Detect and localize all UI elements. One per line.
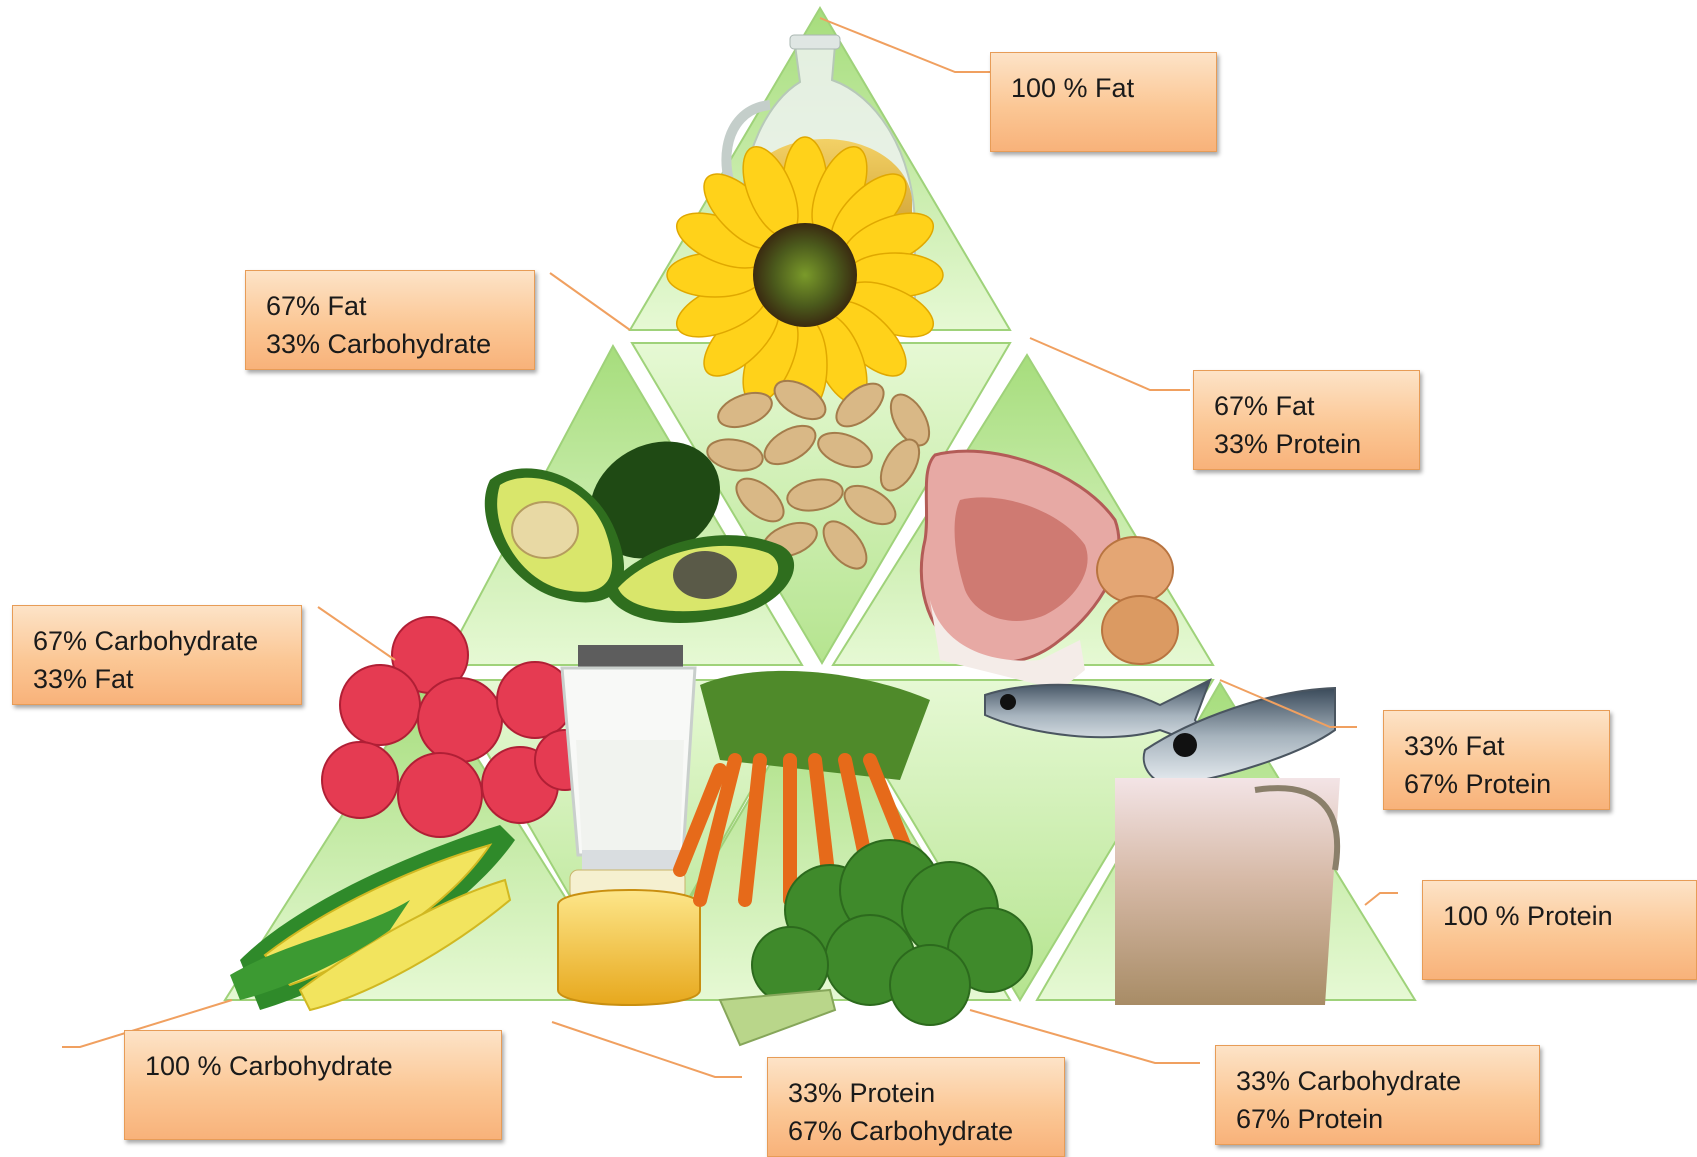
leader-line-fat67-carb33	[550, 273, 630, 330]
label-text: 67% Fat	[1214, 387, 1399, 425]
label-text: 67% Protein	[1236, 1100, 1519, 1138]
sunflower-icon	[667, 137, 943, 413]
label-text: 33% Protein	[1214, 425, 1399, 463]
label-carb-100: 100 % Carbohydrate	[124, 1030, 502, 1140]
protein-shake-icon	[1115, 778, 1340, 1005]
leader-line-protein33-carb67	[552, 1022, 742, 1077]
label-fat-100: 100 % Fat	[990, 52, 1217, 152]
label-text: 100 % Protein	[1443, 897, 1676, 935]
leader-line-fat67-protein33	[1030, 338, 1190, 390]
label-text: 33% Carbohydrate	[266, 325, 514, 363]
label-text: 67% Protein	[1404, 765, 1589, 803]
label-text: 33% Fat	[1404, 727, 1589, 765]
leader-line-carb67-fat33	[318, 607, 395, 660]
label-text: 100 % Fat	[1011, 69, 1196, 107]
leader-line-carb33-protein67	[970, 1010, 1200, 1063]
label-text: 67% Carbohydrate	[788, 1112, 1044, 1150]
label-text: 33% Protein	[788, 1074, 1044, 1112]
honey-jar-icon	[558, 870, 700, 1005]
label-fat67-protein33: 67% Fat 33% Protein	[1193, 370, 1420, 470]
leader-line-protein-100	[1365, 893, 1398, 905]
label-protein33-carb67: 33% Protein 67% Carbohydrate	[767, 1057, 1065, 1157]
label-text: 33% Carbohydrate	[1236, 1062, 1519, 1100]
label-fat33-protein67: 33% Fat 67% Protein	[1383, 710, 1610, 810]
label-text: 33% Fat	[33, 660, 281, 698]
label-text: 67% Fat	[266, 287, 514, 325]
label-fat67-carb33: 67% Fat 33% Carbohydrate	[245, 270, 535, 370]
label-text: 67% Carbohydrate	[33, 622, 281, 660]
milk-glass-icon	[562, 645, 695, 890]
label-text: 100 % Carbohydrate	[145, 1047, 481, 1085]
label-carb67-fat33: 67% Carbohydrate 33% Fat	[12, 605, 302, 705]
label-carb33-protein67: 33% Carbohydrate 67% Protein	[1215, 1045, 1540, 1145]
label-protein-100: 100 % Protein	[1422, 880, 1697, 980]
